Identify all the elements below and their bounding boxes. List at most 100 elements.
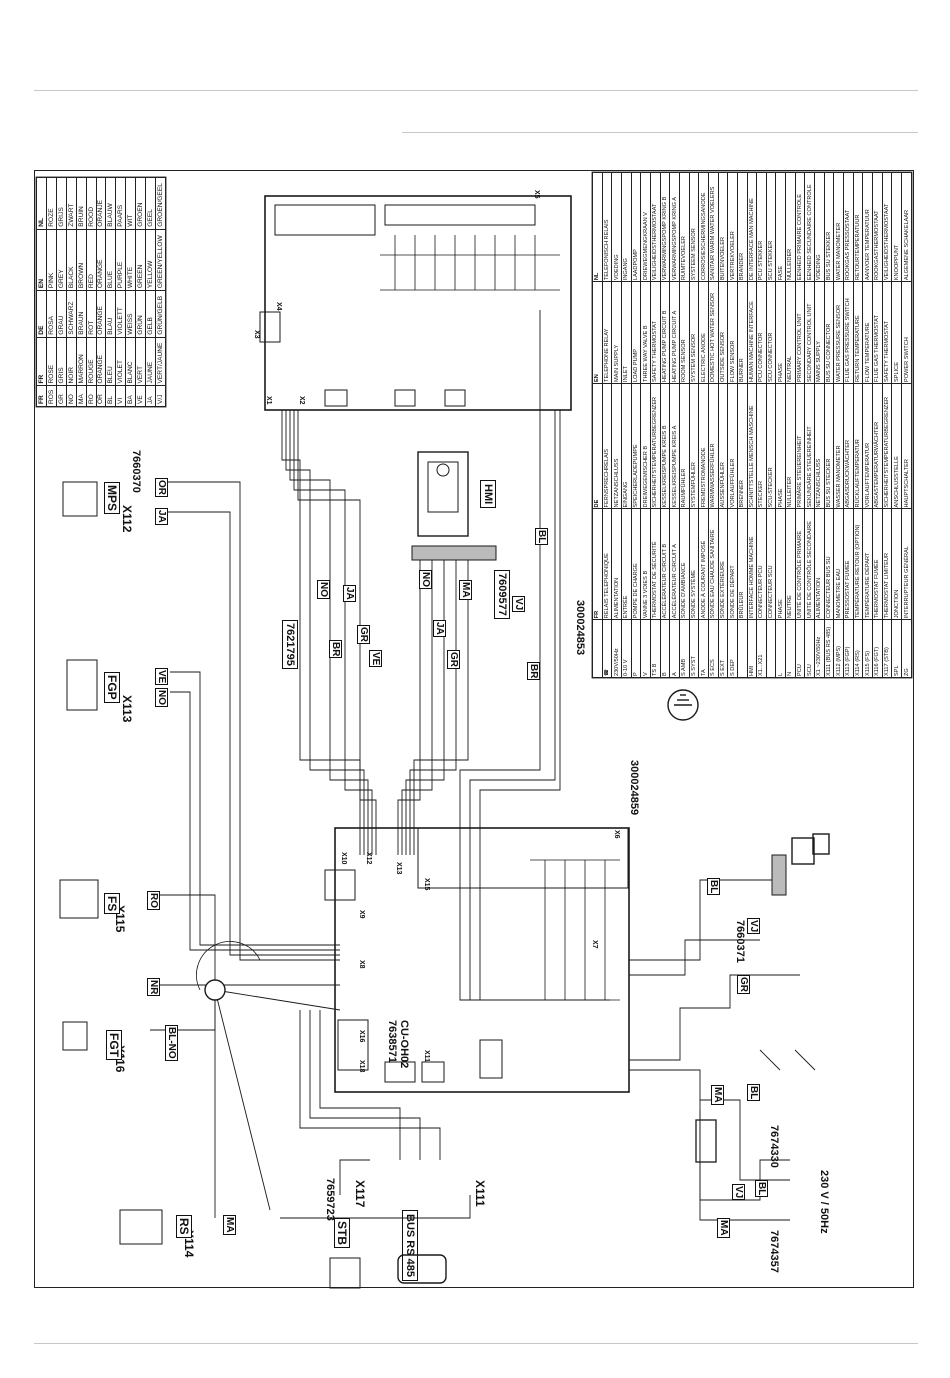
hmi-display [417, 451, 469, 537]
wire-tag: GR [737, 975, 750, 994]
legend-cell: SONDE DE DÉPART [727, 508, 738, 620]
connector-label-x3: X3 [253, 330, 260, 339]
burner-symbol-bottom [397, 1254, 447, 1284]
legend-cell: UNITÉ DE CONTRÔLE SECONDAIRE [804, 508, 815, 620]
legend-cell: SPLICE [891, 281, 902, 384]
legend-cell: CONNECTEUR BUS SU [824, 508, 834, 620]
legend-cell: AANVOER TEMPERATUUR [862, 172, 873, 282]
wire-tag: NO [419, 570, 432, 589]
sensor-stb [329, 1257, 361, 1289]
bottom-rule [34, 1343, 918, 1344]
splice-point [204, 979, 226, 1001]
legend-cell: INTERFACE HOMME MACHINE [747, 508, 757, 620]
connector-label-x117: X117 [353, 1180, 367, 1208]
color-legend-cell: BL [105, 386, 116, 407]
legend-cell: A [669, 619, 680, 678]
legend-cell: FERNSPRECHRELAIS [602, 383, 612, 509]
legend-cell: ALIMENTATION [814, 508, 825, 620]
color-legend-cell: JAUNE [145, 337, 156, 386]
color-legend-cell: WHITE [125, 229, 136, 291]
wire-tag: JA [155, 508, 168, 525]
legend-cell: S DEP [727, 619, 738, 678]
legend-cell: DE INTERFACE MAN MACHINE [747, 172, 757, 282]
wire-tag: BR [329, 640, 342, 659]
legend-cell: WARMWASSERFÜHLER [708, 383, 719, 509]
wire-tag: VE [155, 668, 168, 686]
legend-cell: FLOW TEMPERATURE [862, 281, 873, 384]
color-legend-cell: ZWART [66, 177, 77, 230]
wire-tag: VJ [747, 918, 760, 935]
wire-tag: MA [223, 1215, 236, 1235]
color-legend-cell: GR [56, 386, 67, 407]
color-legend-cell: BA [125, 386, 136, 407]
color-legend-cell: RO [86, 386, 97, 407]
legend-cell: VEILIGHEIDSTHERMOSTAAT [650, 172, 661, 282]
color-legend-cell: NO [66, 386, 77, 407]
sensor-label-stb: STB [334, 1218, 350, 1248]
wire-tag: BR [527, 662, 540, 681]
color-legend-cell: GEEL [145, 177, 156, 230]
connector-label-x4: X4 [275, 302, 282, 311]
legend-cell: POWER SWITCH [901, 281, 912, 384]
color-legend-cell: BLANC [125, 337, 136, 386]
legend-cell: X113 (FGP) [843, 619, 854, 678]
sensor-fgp [66, 659, 98, 711]
legend-cell: RUIMTEVOELER [679, 172, 690, 282]
part-code-6: 7660371 [734, 920, 746, 963]
color-legend-cell: GREEN [135, 229, 146, 291]
legend-cell: TELEFONISCH RELAIS [602, 172, 612, 282]
wire-tag: BL [755, 1180, 768, 1198]
wire-tag: JA [433, 620, 446, 637]
legend-cell: ZG [901, 619, 912, 678]
legend-cell: TA [698, 619, 709, 678]
legend-cell: VANNE 3 VOIES B [640, 508, 651, 620]
legend-cell [737, 619, 747, 678]
legend-cell: PCU [795, 619, 805, 678]
legend-cell [592, 619, 603, 678]
connector-label-x6: X6 [613, 830, 620, 839]
connector-label-x10: X10 [340, 852, 347, 865]
wire-tag: GR [357, 625, 370, 644]
legend-cell: RÜCKLAUFTEMPERATUR [853, 383, 863, 509]
color-legend-cell: WIT [125, 177, 136, 230]
wire-tag: OR [155, 478, 168, 497]
connector-label-x113: X113 [120, 695, 134, 723]
connector-label-x7: X7 [591, 940, 598, 949]
color-legend-cell: NOIR [66, 337, 77, 386]
color-legend-cell: GRÜN/GELB [155, 290, 166, 338]
legend-cell: TEMPÉRATURE RETOUR (OPTION) [853, 508, 863, 620]
color-legend-cell: ROT [86, 290, 97, 338]
sensor-label-fgt: FGT [106, 1030, 122, 1060]
legend-cell: PCU CONNECTOR [756, 281, 767, 384]
legend-cell: X111 (BUS RS 485) [824, 619, 834, 678]
legend-cell: BUS SU STECKER [824, 383, 834, 509]
legend-cell: X114 (RS) [853, 619, 863, 678]
color-legend-cell: GRIJS [56, 177, 67, 230]
sensor-mps [62, 481, 98, 517]
color-legend-cell: ROSA [46, 290, 57, 338]
legend-cell: JONCTION [891, 508, 902, 620]
color-legend-cell: GELB [145, 290, 156, 338]
color-legend-cell: VI [115, 386, 126, 407]
legend-cell: EN [592, 281, 603, 384]
legend-cell: VERTREKVOELER [727, 172, 738, 282]
color-legend-cell: YELLOW [145, 229, 156, 291]
wire-tag: GR [447, 650, 460, 669]
legend-cell: S AMB [679, 619, 690, 678]
